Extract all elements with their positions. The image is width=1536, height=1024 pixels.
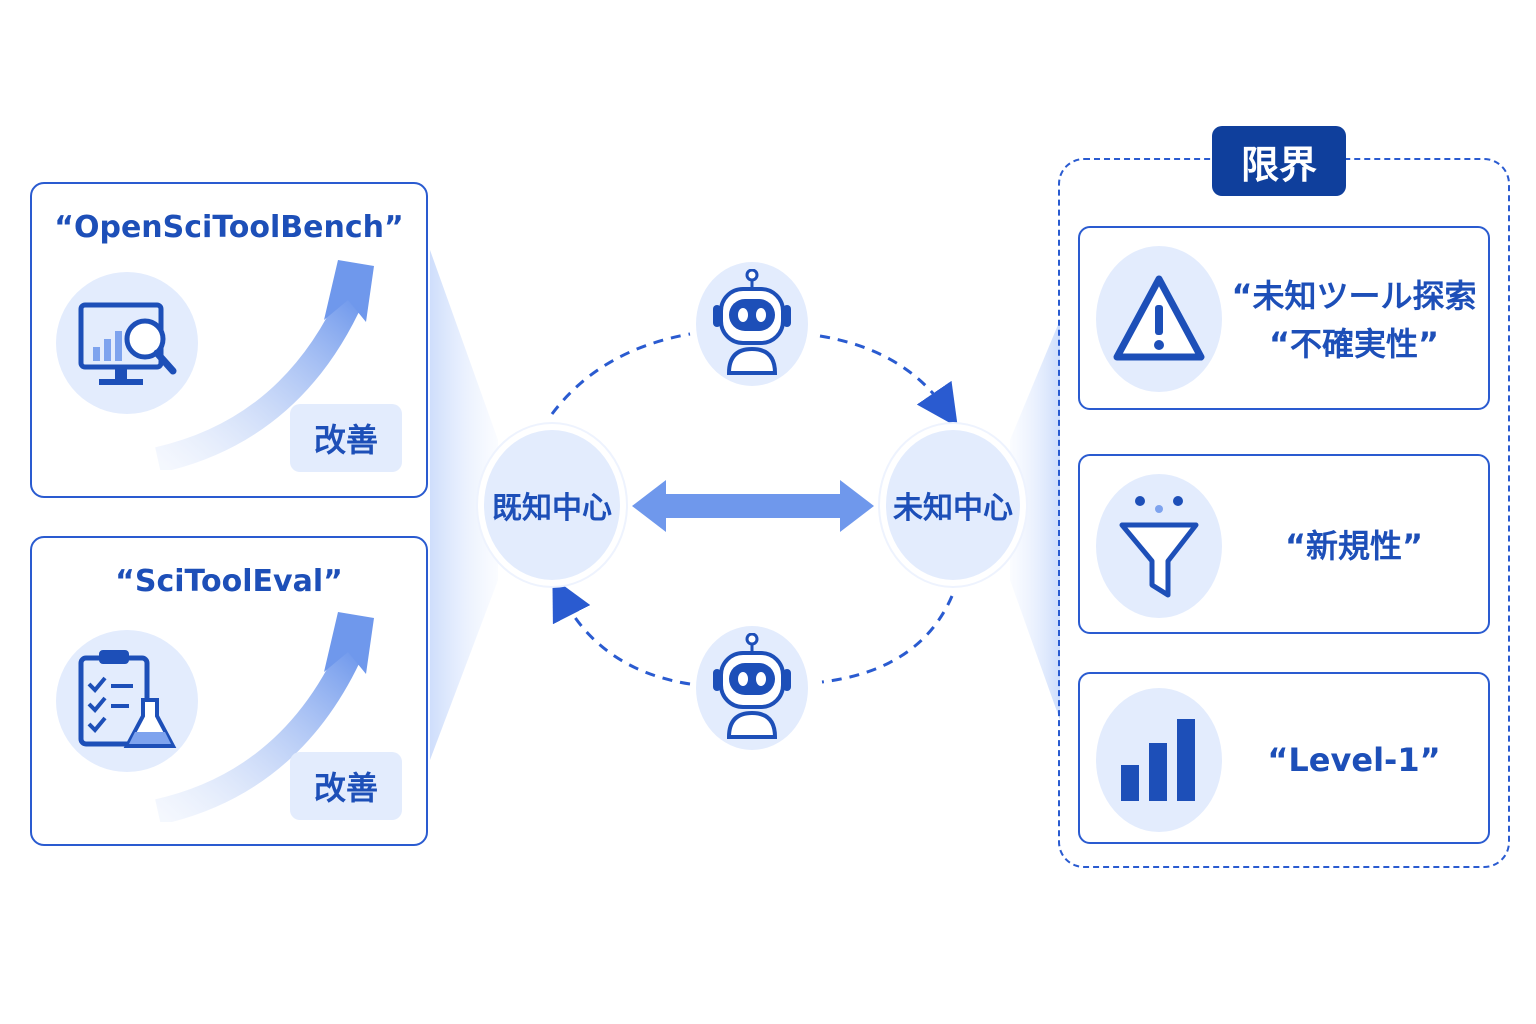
robot-top <box>696 262 808 386</box>
dashed-arrow-top-left <box>550 332 691 415</box>
limit-item-level: “Level-1” <box>1078 672 1490 844</box>
limit-item-unknown-tool: “未知ツール探索 “不確実性” <box>1078 226 1490 410</box>
monitor-magnifier-icon <box>78 302 177 385</box>
clipboard-flask-icon <box>78 650 177 748</box>
limitations-header: 限界 <box>1212 126 1346 196</box>
limit-text-line-2: “不確実性” <box>1268 325 1440 363</box>
icon-circle <box>1096 246 1222 392</box>
right-fan <box>1010 320 1060 720</box>
limit-item-novelty: “新規性” <box>1078 454 1490 634</box>
warning-triangle-icon <box>1113 275 1205 361</box>
robot-icon <box>713 633 791 739</box>
dashed-arrow-top-right <box>819 334 958 428</box>
improvement-badge: 改善 <box>290 404 402 472</box>
limit-text: “新規性” <box>1284 527 1424 565</box>
limit-text: “Level-1” <box>1267 741 1441 779</box>
benchmark-title: “SciToolEval” <box>115 564 343 599</box>
known-centered-node: 既知中心 <box>484 430 620 580</box>
unknown-centered-node: 未知中心 <box>886 430 1020 580</box>
known-centered-label: 既知中心 <box>492 491 612 526</box>
benchmark-title: “OpenSciToolBench” <box>54 210 404 245</box>
left-fan <box>430 250 498 760</box>
icon-circle <box>1096 474 1222 618</box>
growth-arrow-icon <box>155 612 374 822</box>
icon-circle <box>56 630 198 772</box>
limit-text: “未知ツール探索 “不確実性” <box>1226 272 1482 368</box>
double-arrow-icon <box>632 480 874 532</box>
unknown-centered-label: 未知中心 <box>893 491 1013 526</box>
benchmark-card-opensci: “OpenSciToolBench” 改善 <box>30 182 428 498</box>
robot-icon <box>713 269 791 375</box>
funnel-icon <box>1119 496 1199 598</box>
dashed-arrow-bottom-left <box>552 577 691 686</box>
growth-arrow-icon <box>155 260 374 470</box>
benchmark-card-scitooleval: “SciToolEval” 改善 <box>30 536 428 846</box>
limit-text-line-1: “未知ツール探索 <box>1231 277 1477 315</box>
icon-circle <box>56 272 198 414</box>
robot-bottom <box>696 626 808 750</box>
icon-circle <box>1096 688 1222 832</box>
dashed-arrow-bottom-right <box>821 595 954 684</box>
limitations-header-label: 限界 <box>1240 142 1317 187</box>
bar-chart-icon <box>1121 719 1195 801</box>
improvement-badge: 改善 <box>290 752 402 820</box>
